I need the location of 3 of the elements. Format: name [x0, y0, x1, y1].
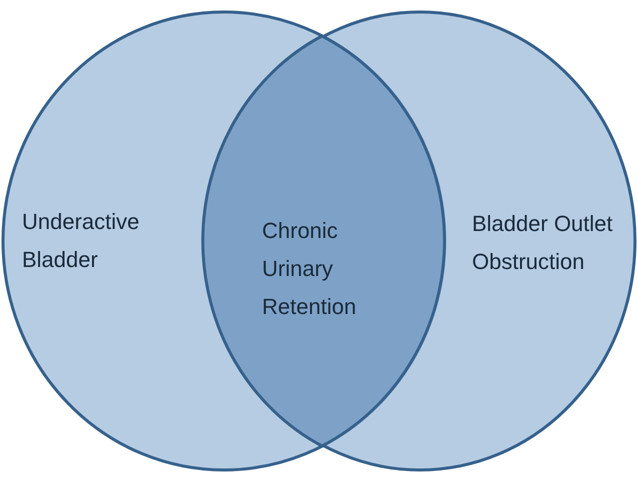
region-label: Bladder Outlet Obstruction: [472, 210, 614, 276]
region-label: Chronic Urinary Retention: [262, 217, 358, 321]
region-label: Underactive Bladder: [22, 208, 140, 274]
